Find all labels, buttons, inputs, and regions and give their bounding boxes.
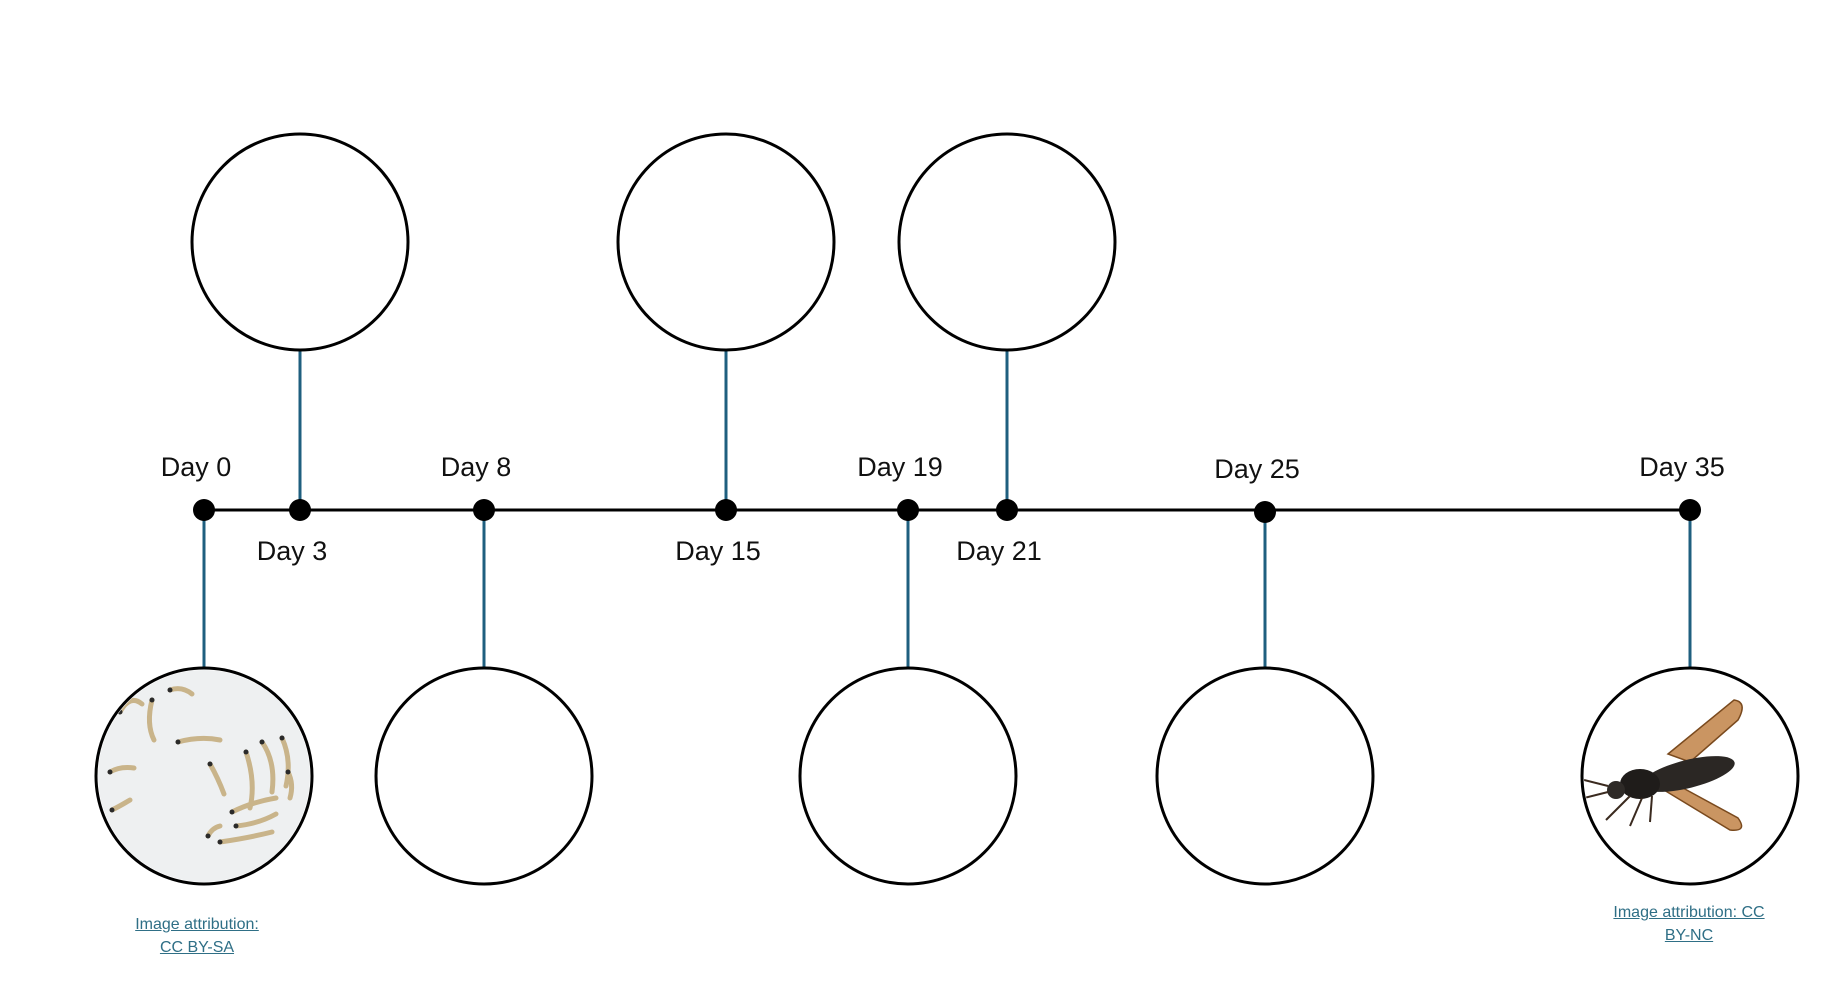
- timeline-milestones: Day 0 Day 3 Day 8 Day 15 Day 19 Day 21 Day 25 D…: [94, 132, 1800, 886]
- larva-head-7: [279, 735, 285, 741]
- day-0-dot: [193, 499, 215, 521]
- larva-head-5: [243, 749, 249, 755]
- larva-6: [259, 739, 276, 795]
- fly-wing-lower: [1662, 781, 1743, 831]
- day-8-dot: [473, 499, 495, 521]
- larva-head-6: [259, 739, 265, 745]
- fly-photo: [1584, 670, 1796, 882]
- larva-head-2: [149, 697, 155, 703]
- larva-3: [175, 735, 223, 745]
- day-3-circle: [190, 132, 410, 352]
- day-8-circle: [374, 666, 594, 886]
- fly-appendage-4: [1584, 779, 1609, 787]
- day-8-label: Day 8: [441, 452, 512, 482]
- larva-head-15: [205, 833, 211, 839]
- fly-thorax: [1620, 769, 1660, 799]
- fly-appendage-1: [1605, 795, 1631, 821]
- larva-9: [217, 829, 275, 845]
- larva-head-3: [175, 739, 181, 745]
- attribution-left-line2[interactable]: CC BY-SA: [159, 939, 235, 956]
- day-21-label: Day 21: [956, 536, 1042, 566]
- day-3-label: Day 3: [257, 536, 328, 566]
- day-15-label: Day 15: [675, 536, 761, 566]
- larva-head-10: [233, 823, 239, 829]
- day-25-label: Day 25: [1214, 454, 1300, 484]
- day-19-circle: [798, 666, 1018, 886]
- larva-head-9: [217, 839, 223, 845]
- attribution-right-line1[interactable]: Image attribution: CC: [1613, 904, 1765, 921]
- day-25-circle: [1155, 666, 1375, 886]
- fly-head: [1607, 781, 1625, 799]
- attribution-left-line1[interactable]: Image attribution:: [135, 916, 259, 933]
- fly-appendage-5: [1584, 791, 1609, 799]
- larva-1: [117, 697, 145, 715]
- larva-head-11: [107, 769, 113, 775]
- day-3-dot: [289, 499, 311, 521]
- day-21-dot: [996, 499, 1018, 521]
- larvae-photo: [98, 670, 310, 882]
- larva-10: [233, 811, 279, 829]
- day-15-circle: [616, 132, 836, 352]
- day-35-label: Day 35: [1639, 452, 1725, 482]
- day-35-dot: [1679, 499, 1701, 521]
- larva-head-14: [109, 807, 115, 813]
- fly-abdomen: [1641, 756, 1735, 792]
- fly-appendage-3: [1649, 795, 1653, 823]
- larva-head-4: [207, 761, 213, 767]
- day-19-dot: [897, 499, 919, 521]
- fly-appendage-2: [1629, 797, 1643, 827]
- larva-2: [146, 697, 157, 743]
- larva-4: [207, 761, 227, 797]
- day-0-label: Day 0: [161, 452, 232, 482]
- fly-wing-upper: [1666, 699, 1743, 763]
- day-25-dot: [1254, 501, 1276, 523]
- larva-head-13: [285, 769, 291, 775]
- image-attribution-right-link[interactable]: Image attribution: CC BY-NC: [1594, 901, 1784, 947]
- day-21-circle: [897, 132, 1117, 352]
- attribution-right-line2[interactable]: BY-NC: [1664, 927, 1714, 944]
- day-19-label: Day 19: [857, 452, 943, 482]
- day-15-dot: [715, 499, 737, 521]
- larva-8: [229, 795, 279, 815]
- image-attribution-left-link[interactable]: Image attribution: CC BY-SA: [114, 913, 280, 959]
- larva-head-12: [167, 687, 173, 693]
- larva-7: [279, 735, 291, 789]
- larva-head-8: [229, 809, 235, 815]
